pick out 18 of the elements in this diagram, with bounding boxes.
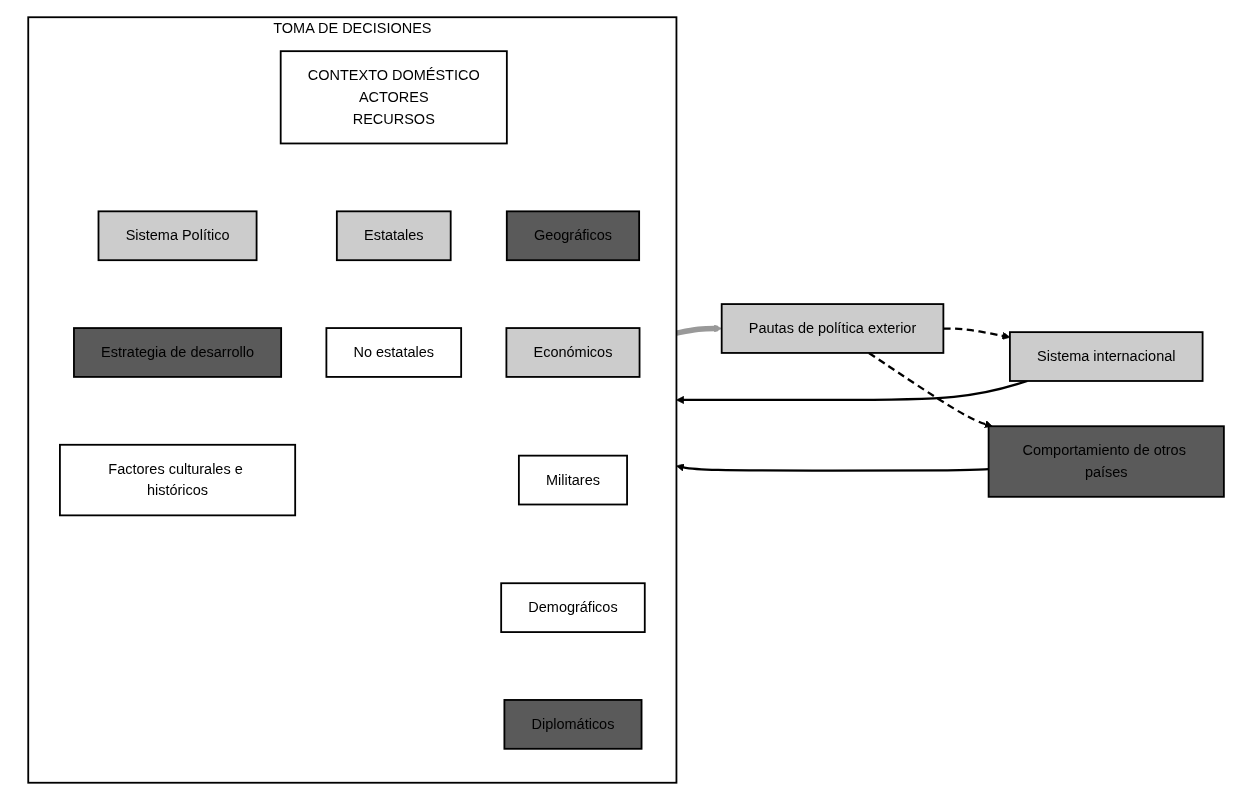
node-box: No estatales: [325, 327, 463, 378]
node-box: Militares: [518, 454, 629, 506]
node-box: Estrategia de desarrollo: [73, 327, 283, 378]
node-box: Económicos: [505, 327, 641, 378]
node-box: Diplomáticos: [503, 699, 643, 750]
node-box: Pautas de política exterior: [721, 303, 945, 354]
arrow: [676, 324, 723, 336]
node-box: Comportamiento de otros países: [988, 425, 1226, 498]
node-box: Demográficos: [500, 582, 647, 633]
node-box: CONTEXTO DOMÉSTICO ACTORES RECURSOS: [280, 50, 509, 145]
arrow: [676, 463, 990, 472]
node-box: Factores culturales e históricos: [59, 443, 297, 517]
node-box: Estatales: [336, 210, 453, 262]
arrow: [676, 379, 1029, 404]
arrow: [943, 327, 1011, 340]
node-box: Sistema Político: [98, 210, 258, 262]
node-box: Geográficos: [506, 210, 641, 262]
node-box: Sistema internacional: [1009, 331, 1204, 382]
